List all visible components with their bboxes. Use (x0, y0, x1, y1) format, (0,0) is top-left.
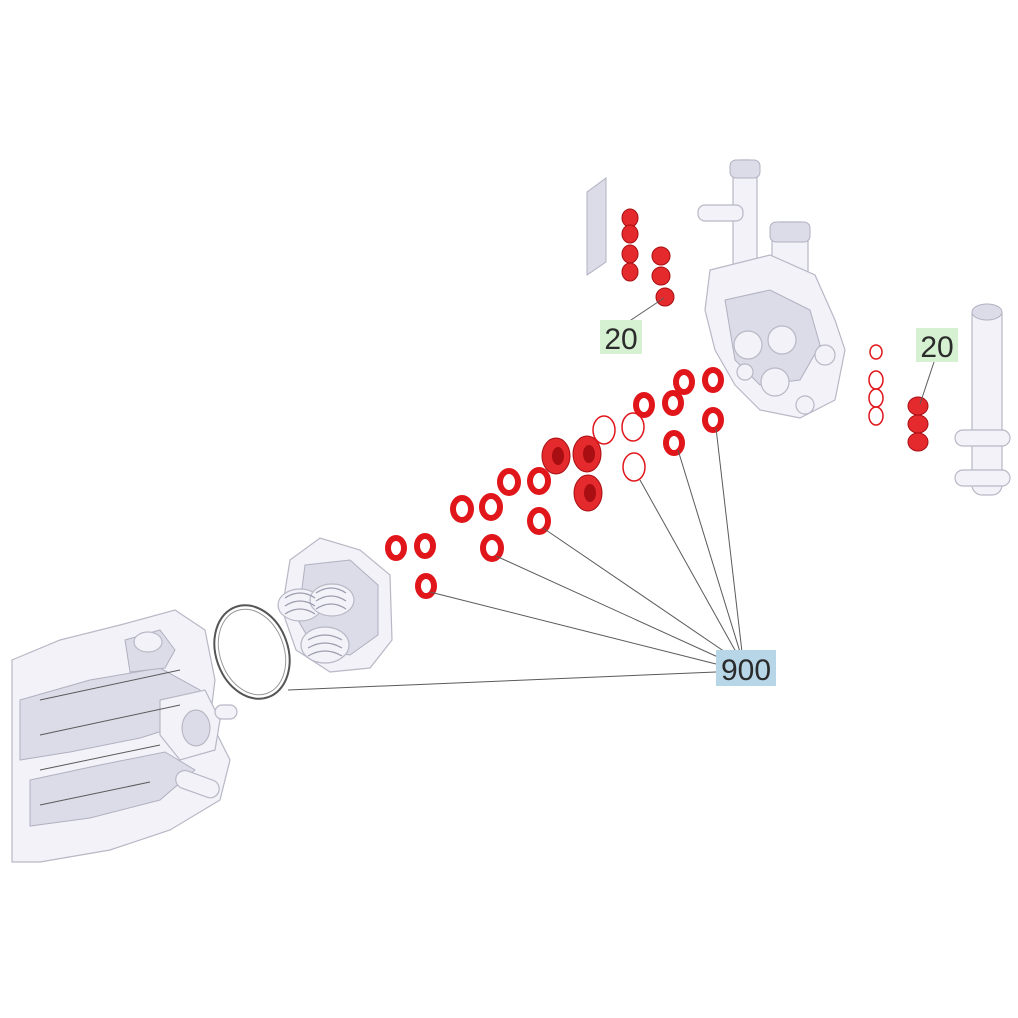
callout-label: 20 (920, 331, 953, 364)
callout-20-right: 20 (916, 328, 958, 364)
valve-assemblies-upper (621, 208, 675, 307)
leader-lines (287, 297, 935, 691)
valve-assemblies-right (907, 396, 929, 452)
callout-20-upper: 20 (600, 320, 642, 356)
valve-plate (586, 177, 607, 276)
crankcase-housing (11, 609, 238, 863)
piston-springs (277, 583, 355, 664)
callout-label: 20 (604, 323, 637, 356)
small-o-rings-right (868, 344, 884, 426)
callout-900: 900 (716, 650, 776, 687)
cylinder-head (697, 159, 846, 419)
large-o-ring (213, 604, 291, 700)
outlet-manifold (954, 303, 1011, 496)
piston-guide-plate (277, 537, 393, 673)
seal-kit-parts (385, 367, 724, 599)
callout-label: 900 (721, 654, 771, 687)
